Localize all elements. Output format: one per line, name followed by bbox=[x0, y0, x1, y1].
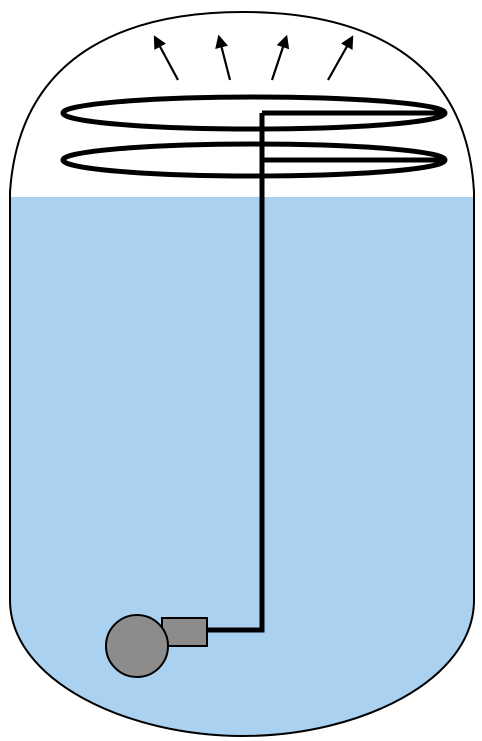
pump bbox=[105, 614, 208, 678]
supply-pipe bbox=[206, 113, 265, 633]
vessel-outline bbox=[9, 10, 475, 738]
spray-ring-lower bbox=[60, 141, 448, 179]
arrow-3 bbox=[270, 34, 290, 81]
pump-outlet bbox=[161, 617, 208, 647]
spray-ring-upper bbox=[60, 94, 448, 132]
arrow-4 bbox=[327, 35, 354, 81]
upward-arrows bbox=[153, 34, 354, 81]
arrow-2 bbox=[215, 34, 232, 81]
pump-body bbox=[105, 614, 169, 678]
liquid bbox=[10, 197, 474, 736]
arrow-1 bbox=[153, 35, 179, 81]
spray-ring bbox=[60, 94, 448, 179]
